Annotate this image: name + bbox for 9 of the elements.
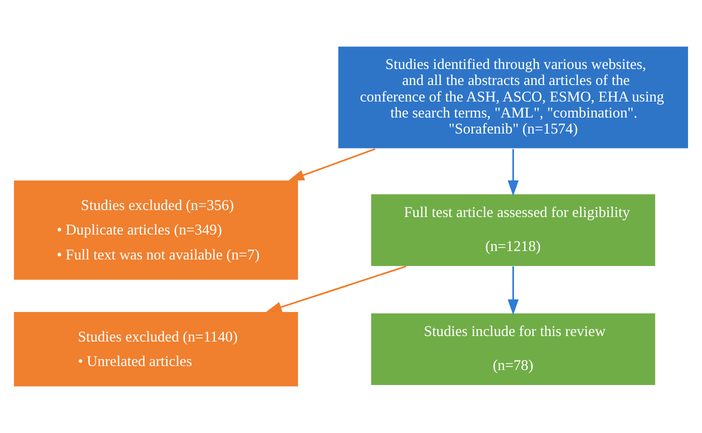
node-box: Studies excluded (n=356) • Duplicate articles (n=349) • Full text was not available (n=7)	[12, 179, 300, 281]
node-box: Full test article assessed for eligibility (n=1218)	[370, 193, 656, 268]
node-box: Studies include for this review (n=78)	[370, 312, 656, 386]
node-box: Studies excluded (n=1140) • Unrelated articles	[12, 310, 300, 388]
arrow	[508, 266, 519, 316]
node-box: Studies identified through various websites, and all the abstracts and articles of the conference of the ASH, ASCO, ESMO, EHA using the search terms, "AML", "combination". "Sorafenib" (n=1574)	[337, 45, 690, 150]
arrow	[288, 148, 376, 181]
arrow	[266, 266, 406, 312]
arrow	[508, 149, 519, 196]
